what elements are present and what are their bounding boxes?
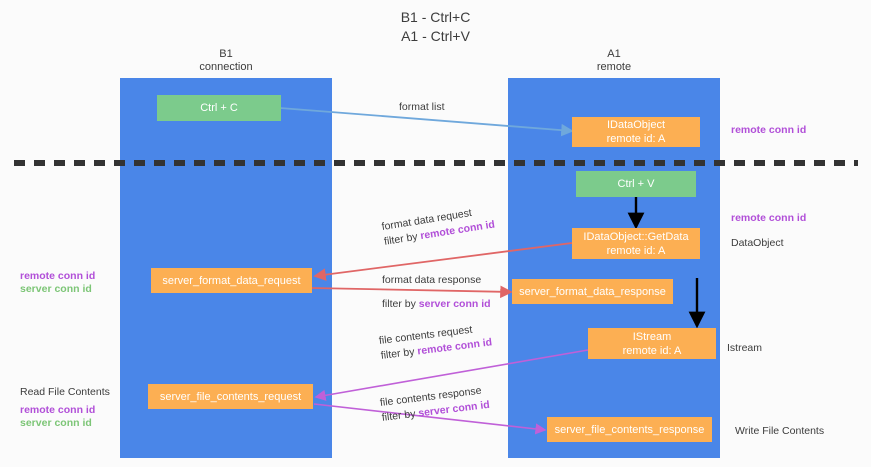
- edge-label-file-contents-response-prefix: filter by: [381, 407, 420, 424]
- column-header-b1-name: B1: [219, 48, 233, 60]
- annotation-left-remote-conn-id-mid: remote conn id: [20, 270, 96, 282]
- annotation-left-remote-conn-id-bottom: remote conn id: [20, 404, 96, 416]
- edge-label-format-data-response-prefix: filter by: [382, 298, 419, 310]
- annotation-read-file-contents: Read File Contents: [20, 386, 110, 398]
- diagram-title: B1 - Ctrl+C A1 - Ctrl+V: [0, 8, 871, 46]
- edge-label-format-data-response: format data response filter by server co…: [382, 273, 491, 312]
- edge-format-data-request: [313, 242, 573, 281]
- node-server-file-contents-response[interactable]: server_file_contents_response: [547, 417, 712, 442]
- annotation-remote-conn-id-mid: remote conn id: [731, 212, 807, 224]
- node-server-file-contents-request-label: server_file_contents_request: [159, 390, 302, 403]
- node-ctrl-c[interactable]: Ctrl + C: [157, 95, 281, 121]
- node-server-format-data-request[interactable]: server_format_data_request: [151, 268, 312, 293]
- edge-label-format-data-response-key: server conn id: [418, 298, 491, 310]
- title-line-2: A1 - Ctrl+V: [401, 28, 470, 44]
- node-getdata[interactable]: IDataObject::GetData remote id: A: [572, 228, 700, 259]
- annotation-dataobject: DataObject: [731, 237, 784, 249]
- node-ctrl-v[interactable]: Ctrl + V: [576, 171, 696, 197]
- edge-label-format-list: format list: [399, 100, 445, 115]
- edge-format-data-response: [311, 285, 513, 299]
- node-server-format-data-request-label: server_format_data_request: [162, 274, 301, 287]
- node-remote-dataobject-sub: remote id: A: [606, 133, 666, 145]
- node-istream-sub: remote id: A: [622, 344, 682, 357]
- column-header-a1-name: A1: [607, 48, 621, 60]
- column-header-a1: A1 remote: [508, 48, 720, 74]
- node-ctrl-c-label: Ctrl + C: [200, 102, 238, 114]
- node-istream[interactable]: IStream remote id: A: [588, 328, 716, 359]
- node-server-format-data-response-label: server_format_data_response: [519, 285, 666, 298]
- annotation-istream: Istream: [727, 342, 763, 354]
- node-getdata-sub: remote id: A: [606, 244, 666, 257]
- node-server-format-data-response[interactable]: server_format_data_response: [512, 279, 673, 304]
- edge-file-contents-request: [314, 349, 589, 401]
- column-header-a1-role: remote: [596, 61, 632, 73]
- node-server-file-contents-response-label: server_file_contents_response: [554, 423, 705, 436]
- column-header-b1-role: connection: [199, 61, 253, 73]
- edge-label-file-contents-request-prefix: filter by: [380, 345, 419, 362]
- node-ctrl-v-label: Ctrl + V: [617, 178, 655, 190]
- node-remote-dataobject[interactable]: IDataObject remote id: A: [572, 117, 700, 147]
- annotation-left-server-conn-id-mid: server conn id: [20, 283, 92, 295]
- node-remote-dataobject-label: IDataObject: [606, 119, 666, 131]
- annotation-remote-conn-id-top: remote conn id: [731, 124, 807, 136]
- edge-label-format-data-response-line1: format data response: [382, 274, 482, 286]
- annotation-write-file-contents: Write File Contents: [735, 425, 825, 437]
- edge-file-contents-response: [313, 403, 547, 435]
- node-getdata-label: IDataObject::GetData: [583, 230, 689, 243]
- edge-label-format-list-line1: format list: [399, 101, 445, 113]
- node-istream-label: IStream: [632, 330, 672, 343]
- title-line-1: B1 - Ctrl+C: [400, 9, 471, 25]
- column-header-b1: B1 connection: [120, 48, 332, 74]
- node-server-file-contents-request[interactable]: server_file_contents_request: [148, 384, 313, 409]
- annotation-left-server-conn-id-bottom: server conn id: [20, 417, 92, 429]
- edge-format-list: [279, 107, 574, 137]
